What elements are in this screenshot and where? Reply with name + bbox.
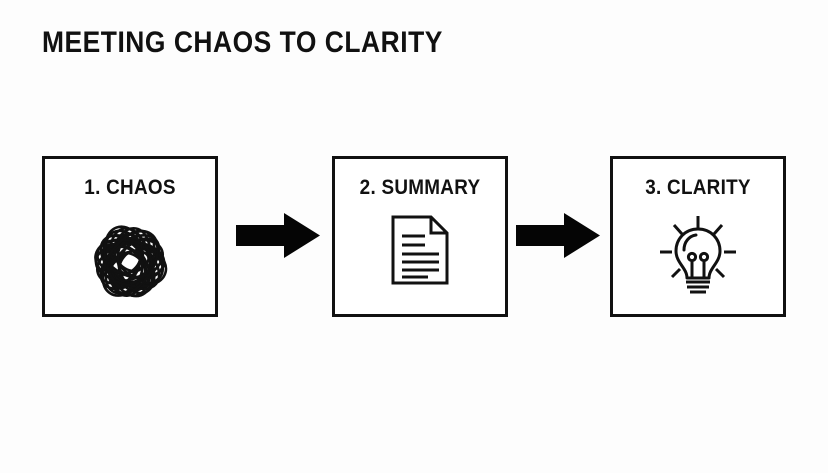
arrow-right-icon (516, 213, 600, 258)
connector-arrow-2 (516, 213, 600, 258)
step-card-summary[interactable]: 2. SUMMARY (332, 156, 508, 317)
step-icon-wrap-chaos (45, 214, 215, 310)
page-title: MEETING CHAOS TO CLARITY (42, 26, 443, 59)
document-icon (391, 215, 449, 285)
connector-arrow-1 (236, 213, 320, 258)
step-label-chaos: 1. CHAOS (84, 176, 176, 199)
lightbulb-icon (660, 216, 736, 294)
step-card-clarity[interactable]: 3. CLARITY (610, 156, 786, 317)
step-label-summary: 2. SUMMARY (359, 176, 481, 199)
step-label-clarity: 3. CLARITY (645, 176, 751, 199)
arrow-right-icon (236, 213, 320, 258)
step-icon-wrap-clarity (613, 214, 783, 298)
step-icon-wrap-summary (335, 214, 505, 286)
step-card-chaos[interactable]: 1. CHAOS (42, 156, 218, 317)
scribble-tangle-icon (94, 225, 168, 298)
